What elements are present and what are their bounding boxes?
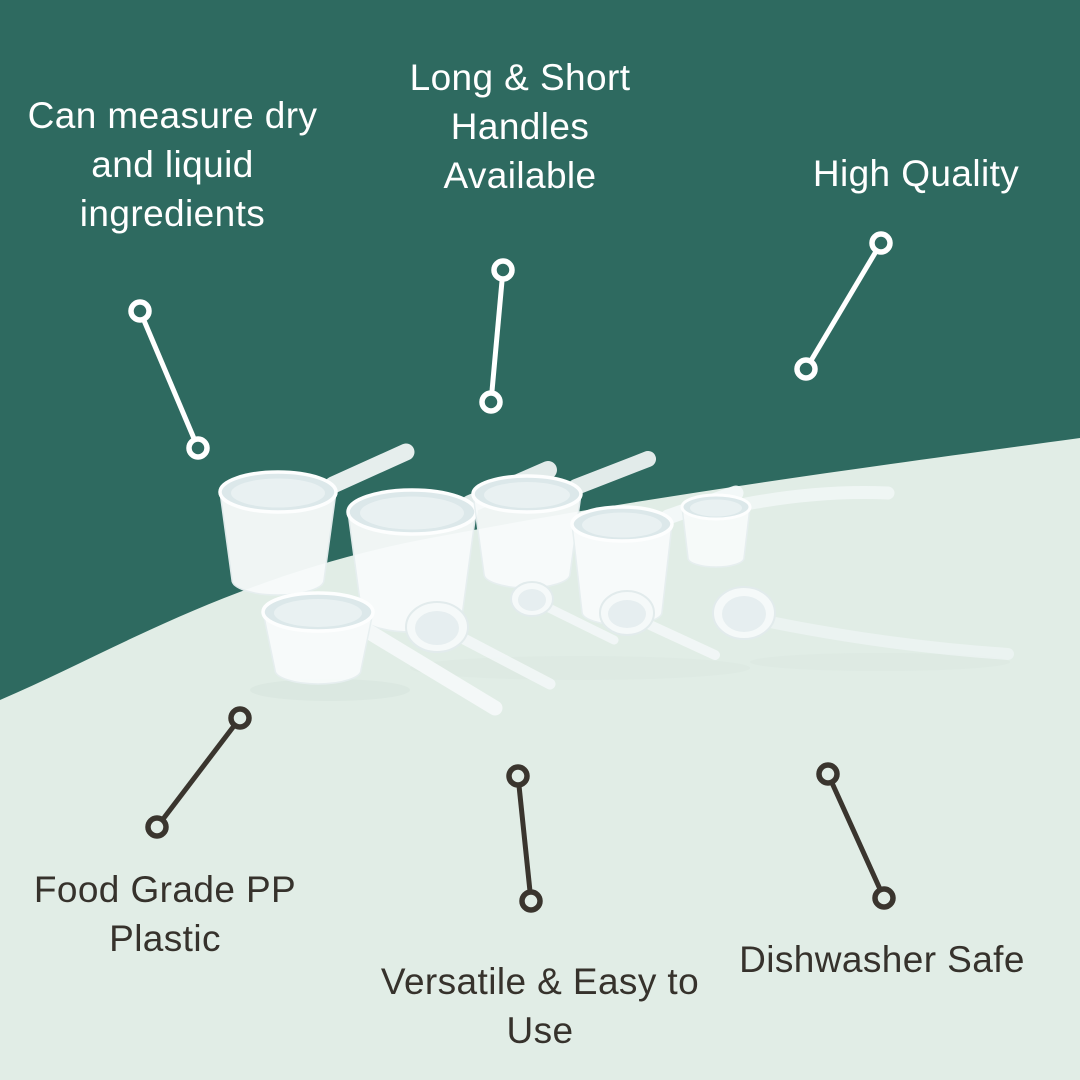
callout-handles-label: Long & Short Handles Available: [409, 57, 631, 196]
connector-dishwasher: [816, 762, 896, 910]
product-shadows: [250, 653, 1010, 701]
callout-dishwasher-label: Dishwasher Safe: [739, 939, 1025, 980]
measuring-spoon-1: [405, 601, 556, 690]
measuring-cup-3: [471, 451, 656, 589]
callout-quality-label: High Quality: [812, 153, 1020, 194]
callout-measure-label: Can measure dry and liquid ingredients: [27, 95, 318, 234]
measuring-spoon-3: [599, 590, 720, 660]
connector-material: [145, 706, 252, 839]
callout-material-label: Food Grade PP Plastic: [33, 869, 297, 959]
connector-versatile: [506, 764, 543, 913]
measuring-cup-1: [218, 443, 415, 596]
measuring-cup-5-long-handle: [680, 485, 895, 568]
connector-handles: [479, 258, 515, 414]
callout-versatile-label: Versatile & Easy to Use: [380, 961, 700, 1051]
measuring-spoon-4-long-handle: [712, 586, 1014, 660]
connector-measure: [128, 299, 210, 460]
measuring-spoon-2: [510, 581, 619, 645]
measuring-scoop-lower: [261, 591, 503, 716]
connector-quality: [794, 231, 893, 381]
background-bottom-wave: [0, 438, 1080, 1080]
